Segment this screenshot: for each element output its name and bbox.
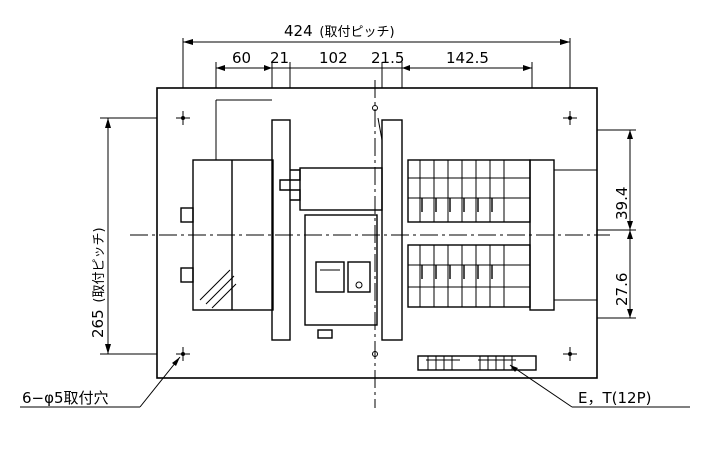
- dim-265-note: (取付ピッチ): [92, 227, 107, 302]
- mounting-holes-label: 6−φ5取付穴: [22, 389, 109, 407]
- dim-424-note: (取付ピッチ): [319, 25, 394, 40]
- dim-21-5-label: 21.5: [371, 49, 404, 67]
- dim-424-label: 424: [284, 22, 313, 40]
- dim-overall-height: 265 (取付ピッチ): [89, 117, 182, 355]
- internal-components: [180, 99, 597, 371]
- dim-102-label: 102: [319, 49, 348, 67]
- dim-265-label: 265: [89, 309, 107, 338]
- dim-21-label: 21: [270, 49, 289, 67]
- callout-mounting-holes: 6−φ5取付穴: [20, 356, 181, 408]
- enclosure-outline: [156, 87, 598, 379]
- mounting-hole-marks: [176, 105, 577, 361]
- dim-39-4-label: 39.4: [613, 187, 631, 220]
- svg-text:424 (取付ピッチ): 424 (取付ピッチ): [284, 22, 395, 40]
- svg-text:265 (取付ピッチ): 265 (取付ピッチ): [89, 227, 107, 338]
- callout-terminal: E，T(12P): [509, 364, 690, 408]
- dim-overall-width: 424 (取付ピッチ): [182, 22, 571, 118]
- dim-right: 39.4 27.6: [540, 129, 636, 319]
- dim-60-label: 60: [232, 49, 251, 67]
- dim-142-5-label: 142.5: [446, 49, 489, 67]
- dim-27-6-label: 27.6: [613, 273, 631, 306]
- terminal-label: E，T(12P): [578, 389, 651, 407]
